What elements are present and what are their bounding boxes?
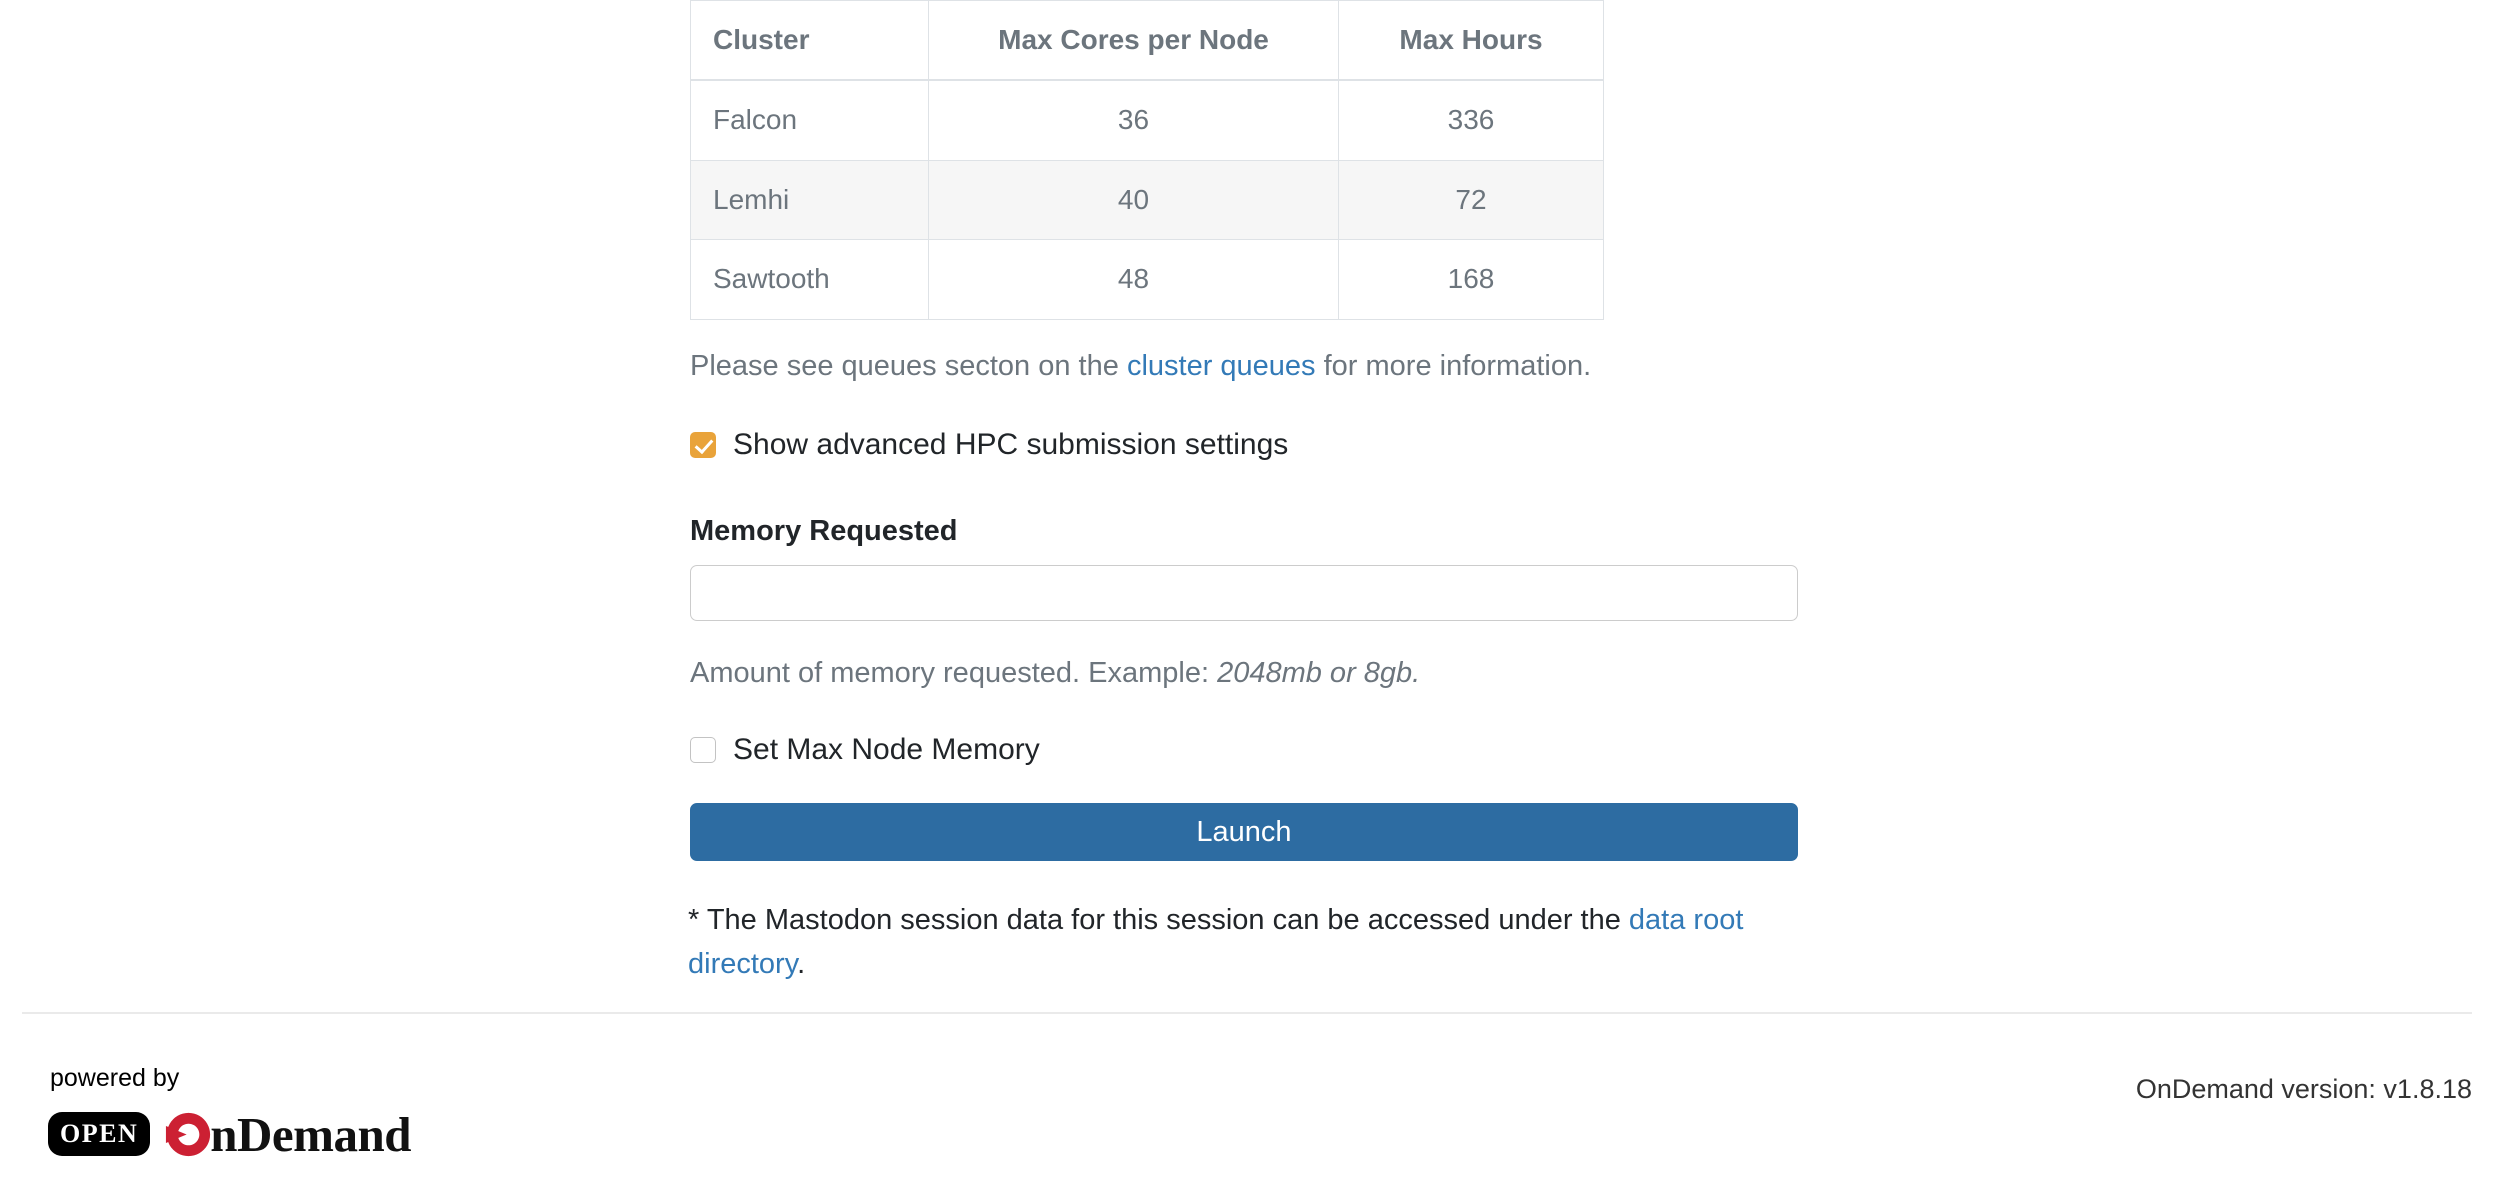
memory-requested-input[interactable] (690, 565, 1798, 621)
show-advanced-settings-label: Show advanced HPC submission settings (733, 428, 1289, 461)
column-header-max-cores: Max Cores per Node (928, 0, 1339, 82)
cluster-limits-section: Cluster Max Cores per Node Max Hours Fal… (690, 0, 1798, 320)
session-data-footnote: * The Mastodon session data for this ses… (688, 898, 1803, 986)
cell-max-cores: 36 (928, 79, 1339, 161)
data-root-directory-link[interactable]: data root directory (688, 904, 1744, 981)
memory-help-example: 2048mb or 8gb. (1217, 657, 1421, 689)
column-header-max-hours: Max Hours (1338, 0, 1604, 82)
table-head: Cluster Max Cores per Node Max Hours (690, 0, 1604, 82)
cluster-limits-table: Cluster Max Cores per Node Max Hours Fal… (690, 0, 1604, 320)
memory-help-before: Amount of memory requested. Example: (690, 657, 1218, 689)
memory-requested-help: Amount of memory requested. Example: 204… (690, 655, 1420, 693)
set-max-node-memory-label: Set Max Node Memory (733, 733, 1040, 766)
column-header-cluster: Cluster (690, 0, 929, 82)
cell-max-hours: 336 (1338, 79, 1604, 161)
show-advanced-settings-row[interactable]: Show advanced HPC submission settings (690, 430, 1288, 460)
cluster-queues-link[interactable]: cluster queues (1126, 350, 1316, 382)
cell-cluster: Lemhi (690, 159, 929, 241)
table-row: Lemhi 40 72 (690, 159, 1604, 241)
table-row: Falcon 36 336 (690, 79, 1604, 161)
ondemand-wordmark: nDemand (165, 1110, 411, 1159)
footnote-before: * The Mastodon session data for this ses… (688, 904, 1629, 936)
set-max-node-memory-row[interactable]: Set Max Node Memory (690, 735, 1040, 765)
cell-max-cores: 48 (928, 239, 1339, 320)
queues-info-before: Please see queues secton on the (690, 350, 1127, 382)
ondemand-logo: OPEN nDemand (48, 1110, 411, 1159)
queues-info-after: for more information. (1315, 350, 1592, 382)
memory-requested-label: Memory Requested (690, 515, 958, 547)
powered-by-text: powered by (50, 1064, 180, 1092)
table-header-row: Cluster Max Cores per Node Max Hours (690, 0, 1604, 82)
table-body: Falcon 36 336 Lemhi 40 72 Sawtooth 48 16… (690, 79, 1604, 320)
cell-max-hours: 168 (1338, 239, 1604, 320)
ondemand-version: OnDemand version: v1.8.18 (2135, 1074, 2472, 1104)
cell-cluster: Falcon (690, 79, 929, 161)
open-badge: OPEN (48, 1112, 151, 1156)
cell-cluster: Sawtooth (690, 239, 929, 320)
queues-info-text: Please see queues secton on the cluster … (690, 347, 1591, 386)
launch-button[interactable]: Launch (690, 803, 1798, 861)
footer-divider (22, 1012, 2472, 1014)
cell-max-hours: 72 (1338, 159, 1604, 241)
ondemand-o-mark-icon (166, 1112, 211, 1156)
set-max-node-memory-checkbox[interactable] (690, 737, 716, 763)
footnote-after: . (797, 948, 806, 981)
cell-max-cores: 40 (928, 159, 1339, 241)
table-row: Sawtooth 48 168 (690, 239, 1604, 320)
show-advanced-settings-checkbox[interactable] (690, 432, 716, 458)
ondemand-wordmark-text: nDemand (210, 1106, 411, 1162)
open-badge-text: OPEN (60, 1119, 139, 1148)
